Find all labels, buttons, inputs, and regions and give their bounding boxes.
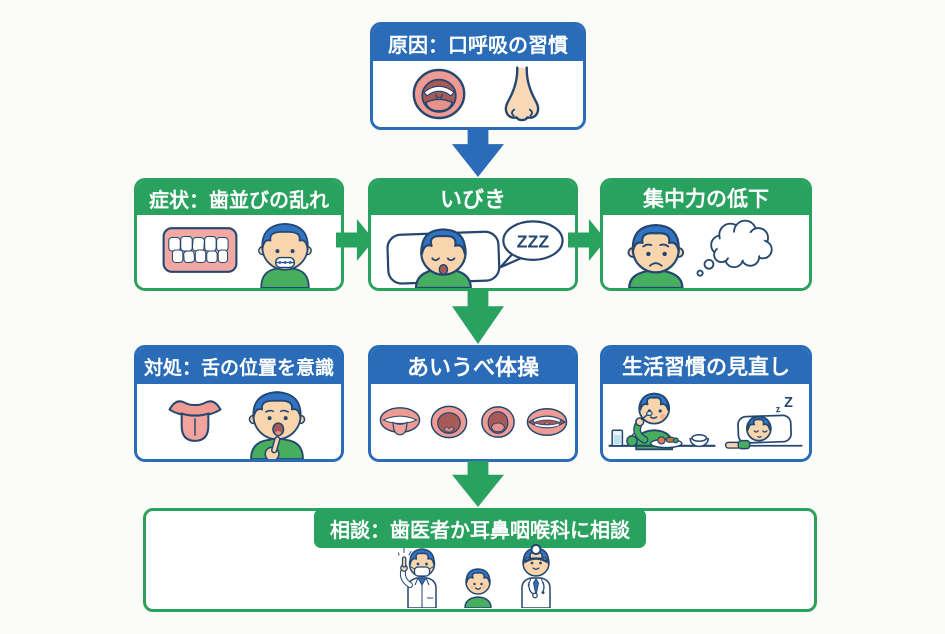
thought-cloud-icon <box>696 219 773 277</box>
lifestyle-box-header: 生活習慣の見直し <box>603 348 809 384</box>
concentration-box-title: 集中力の低下 <box>643 188 769 211</box>
countermeasure-box-header: 対処：舌の位置を意識 <box>137 348 341 384</box>
head-mirror-shape <box>530 544 542 555</box>
head-mirror-band <box>523 557 549 564</box>
open-mouth-icon <box>412 68 466 120</box>
sleeping-child-icon: z Z <box>724 395 803 450</box>
dentist-icon <box>398 548 437 608</box>
countermeasure-box-body <box>137 384 341 459</box>
cause-box-body <box>373 61 583 127</box>
sleeping-boy-icon: ZZZ <box>386 220 564 288</box>
consult-figures <box>146 536 814 608</box>
nose-icon <box>504 66 540 122</box>
symptom-box-header: 症状：歯並びの乱れ <box>137 181 341 215</box>
snore-box-header: いびき <box>371 181 575 215</box>
lifestyle-box-body: z Z <box>603 384 809 459</box>
zzz-text: ZZZ <box>517 231 550 251</box>
arrow-snore-to-exercise <box>452 290 504 344</box>
countermeasure-box-title: 対処：舌の位置を意識 <box>143 357 334 379</box>
symptom-box-body <box>137 215 341 288</box>
exercise-box-header: あいうべ体操 <box>371 348 575 384</box>
mouth-a-icon <box>430 405 467 438</box>
symptom-box-title: 症状：歯並びの乱れ <box>149 189 329 212</box>
cause-box-header: 原因：口呼吸の習慣 <box>373 25 583 61</box>
arrow-exercise-to-consult <box>452 461 504 507</box>
sleep-z-big: Z <box>784 395 793 411</box>
pointing-boy-icon <box>248 391 306 459</box>
concentration-box-body <box>603 215 809 288</box>
arrow-cause-to-snore <box>452 130 504 177</box>
teeth-icon <box>162 227 238 273</box>
mouth-i-icon <box>526 407 567 436</box>
mouth-u-icon <box>480 405 515 438</box>
braces-boy-icon <box>258 222 312 288</box>
symptom-box: 症状：歯並びの乱れ <box>134 178 344 291</box>
tongue-icon <box>168 400 222 442</box>
lifestyle-box: 生活習慣の見直し <box>600 345 812 462</box>
consult-box-title: 相談：歯医者か耳鼻咽喉科に相談 <box>330 520 630 542</box>
snore-box-body: ZZZ <box>371 215 575 288</box>
consult-box-label: 相談：歯医者か耳鼻咽喉科に相談 <box>314 509 646 548</box>
eating-boy-icon <box>608 392 716 451</box>
exercise-box: あいうべ体操 <box>368 345 578 462</box>
cause-box-title: 原因：口呼吸の習慣 <box>388 34 568 57</box>
snore-box-title: いびき <box>439 187 506 212</box>
mouth-be-icon <box>379 406 420 435</box>
cause-box: 原因：口呼吸の習慣 <box>370 22 586 130</box>
child-icon <box>464 568 492 608</box>
consult-box: 相談：歯医者か耳鼻咽喉科に相談 <box>143 508 817 612</box>
exercise-box-body <box>371 384 575 459</box>
mask-shape <box>413 566 431 577</box>
exercise-box-title: あいうべ体操 <box>406 355 539 380</box>
concentration-box: 集中力の低下 <box>600 178 812 291</box>
countermeasure-box: 対処：舌の位置を意識 <box>134 345 344 462</box>
sleep-z-small: z <box>775 404 781 416</box>
lifestyle-box-title: 生活習慣の見直し <box>622 356 790 379</box>
ent-doctor-icon <box>521 544 551 608</box>
snore-box: いびき ZZZ <box>368 178 578 291</box>
worried-boy-icon <box>627 219 773 288</box>
zzz-bubble: ZZZ <box>499 220 564 269</box>
concentration-box-header: 集中力の低下 <box>603 181 809 215</box>
